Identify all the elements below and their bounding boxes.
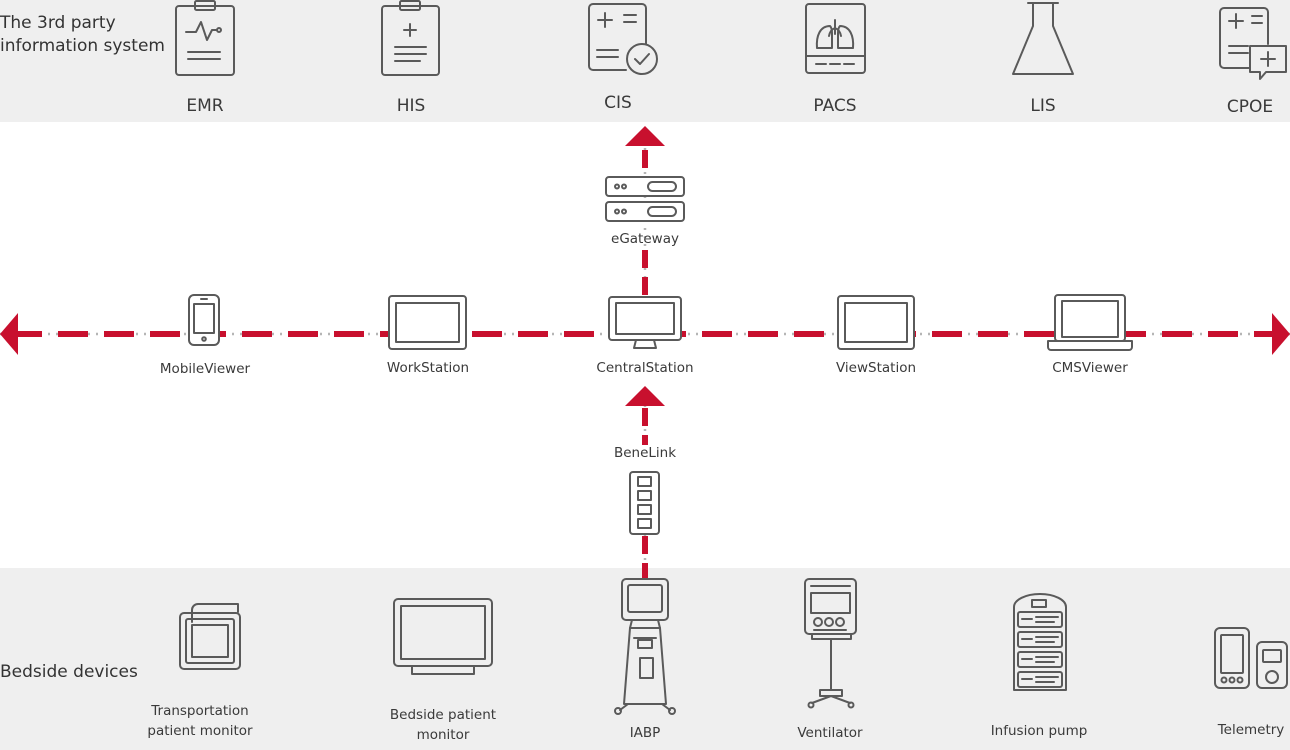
node-label-workstation: WorkStation: [386, 360, 470, 376]
clipboard-ecg-icon: [175, 0, 235, 76]
system-label-pacs: PACS: [813, 96, 857, 116]
node-label-cmsviewer: CMSViewer: [1052, 360, 1128, 376]
benelink-link: [625, 386, 665, 578]
bedside-monitor-icon: [393, 598, 493, 675]
third-party-title: The 3rd party information system: [0, 13, 165, 56]
server-icon: [605, 176, 685, 222]
device-label-transport: Transportation patient monitor: [147, 703, 253, 739]
system-label-lis: LIS: [1030, 96, 1056, 116]
system-label-his: HIS: [396, 96, 426, 116]
device-label-iabp: IABP: [629, 725, 661, 741]
system-label-emr: EMR: [186, 96, 224, 116]
smartphone-icon: [188, 294, 220, 346]
benelink-label: BeneLink: [613, 445, 677, 461]
monitor-icon: [388, 295, 467, 350]
document-check-icon: [588, 3, 658, 75]
telemetry-icon: [1214, 627, 1288, 689]
lungs-scan-icon: [805, 3, 866, 74]
network-bus: [0, 313, 1290, 355]
transport-monitor-icon: [179, 603, 241, 670]
desktop-icon: [608, 296, 682, 349]
monitor-icon: [837, 295, 915, 350]
gateway-label: eGateway: [611, 231, 679, 247]
system-label-cpoe: CPOE: [1226, 97, 1274, 117]
node-label-mobileviewer: MobileViewer: [159, 361, 251, 377]
benelink-hub-icon: [629, 471, 660, 535]
device-label-telemetry: Telemetry: [1217, 722, 1285, 738]
clipboard-plus-icon: [381, 0, 440, 76]
device-label-infusion: Infusion pump: [990, 723, 1088, 739]
flask-icon: [1012, 2, 1074, 75]
node-label-centralstation: CentralStation: [596, 360, 694, 376]
node-label-viewstation: ViewStation: [835, 360, 917, 376]
device-label-ventilator: Ventilator: [797, 725, 863, 741]
laptop-icon: [1047, 294, 1133, 351]
bedside-title: Bedside devices: [0, 662, 138, 682]
iabp-icon: [614, 578, 676, 715]
system-label-cis: CIS: [604, 93, 632, 113]
document-add-icon: [1219, 7, 1287, 80]
infusion-pump-icon: [1013, 593, 1067, 691]
device-label-bedside: Bedside patient monitor: [389, 707, 497, 743]
ventilator-icon: [804, 578, 857, 709]
